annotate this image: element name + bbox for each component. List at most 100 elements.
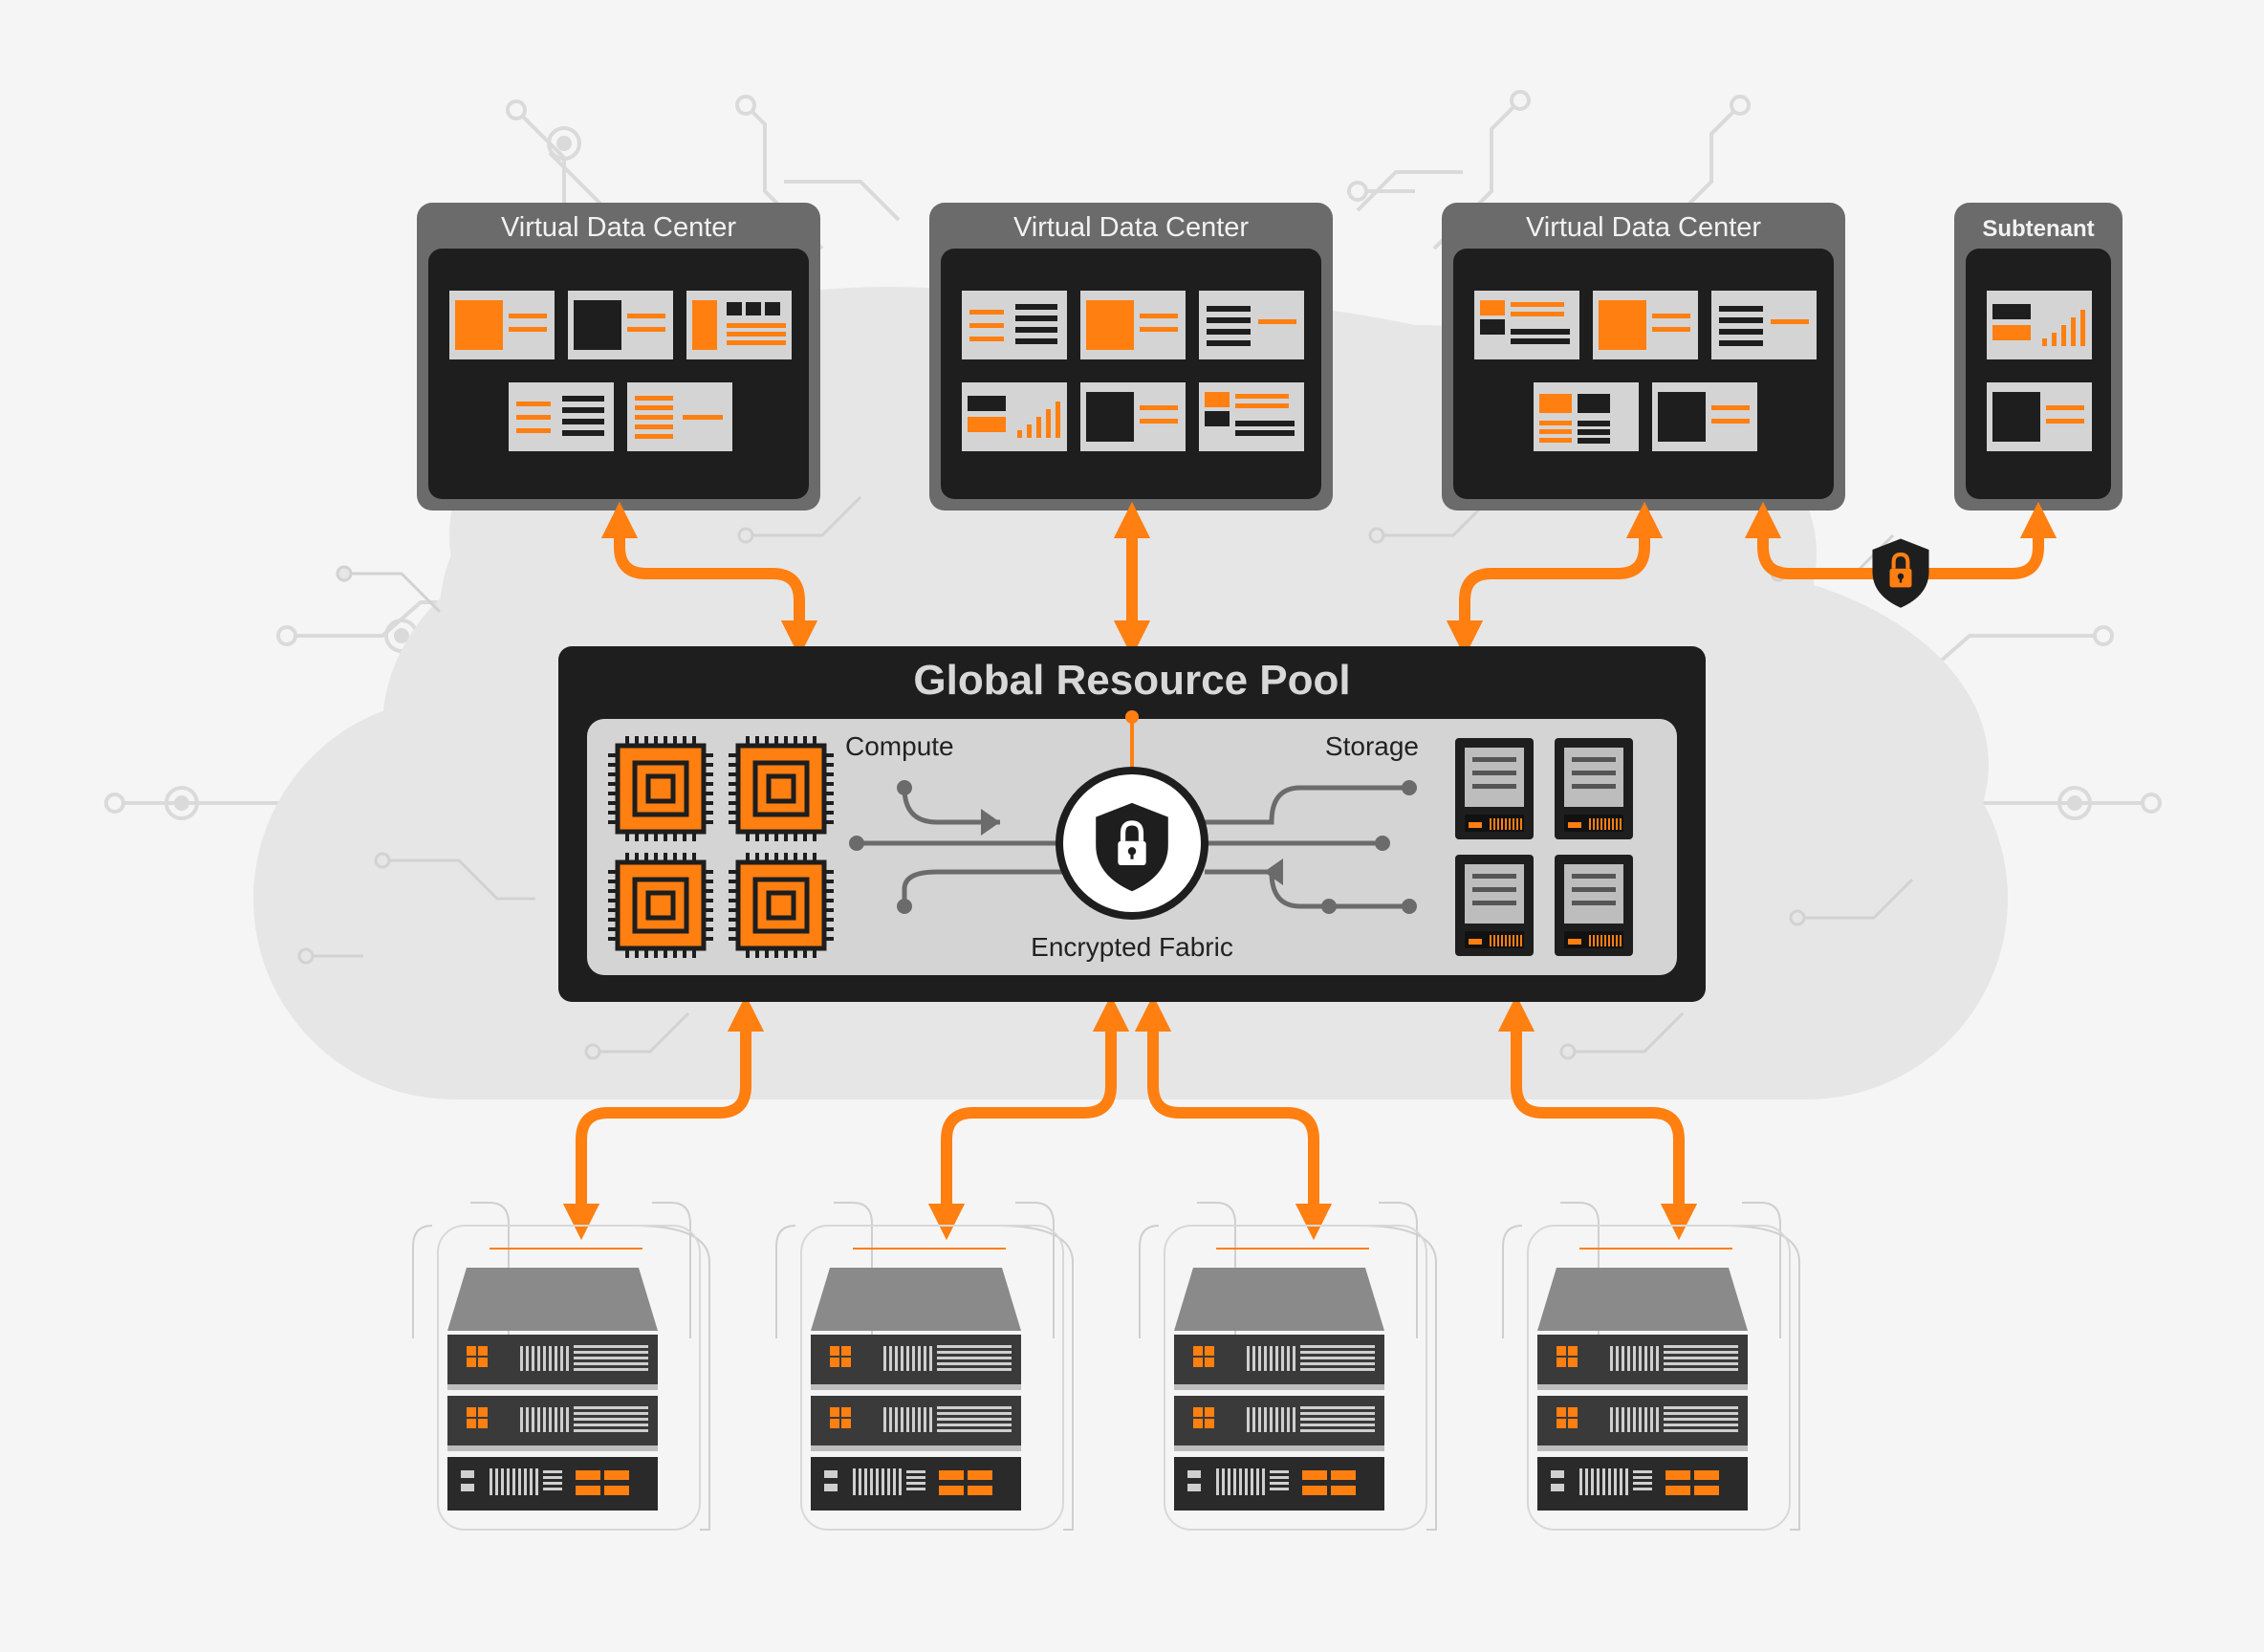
text-line [727, 323, 786, 328]
vent-slot [566, 1407, 569, 1432]
fabric-trace [1205, 785, 1329, 825]
vent-slot [887, 1468, 890, 1495]
chip-pin [784, 736, 788, 748]
tile-block [692, 300, 717, 350]
vent-slot [1644, 1346, 1647, 1371]
bar-mark [1017, 430, 1022, 438]
connector-pin [1604, 818, 1606, 830]
status-led [841, 1407, 851, 1417]
chip-pin [755, 830, 759, 841]
vent-slot [1627, 1407, 1630, 1432]
vent-slot [532, 1407, 534, 1432]
chip-pin [729, 908, 740, 912]
text-line [1258, 319, 1296, 324]
vent-line [1664, 1351, 1738, 1354]
bar-mark [2061, 325, 2066, 346]
rack-bracket [1502, 1202, 1600, 1338]
status-led [467, 1419, 476, 1428]
chip-pin [625, 830, 629, 841]
circuit-ring [547, 126, 581, 161]
vent-line [1300, 1412, 1375, 1415]
chip-pin [774, 830, 778, 841]
vent-slot [1597, 1468, 1600, 1495]
chip-pin [729, 782, 740, 786]
chip-pin [702, 889, 713, 893]
drive-label-line [1472, 757, 1516, 762]
virtual-data-center-panel: Virtual Data Center [1442, 203, 1845, 511]
unit-indicator [1187, 1470, 1201, 1478]
chip-pin [784, 830, 788, 841]
chip-pin [729, 801, 740, 805]
vent-slot [889, 1407, 892, 1432]
vent-line [1270, 1482, 1289, 1485]
rack-bracket [1359, 1202, 1437, 1531]
vent-slot [864, 1468, 867, 1495]
text-line [1539, 438, 1572, 443]
vent-slot [853, 1468, 856, 1495]
dashboard-card [1987, 382, 2092, 451]
vent-slot [512, 1468, 515, 1495]
text-line [1711, 419, 1750, 424]
chip-pin [822, 801, 834, 805]
chip-pin [746, 736, 750, 748]
connection-arrow [1497, 994, 1698, 1241]
circuit-node [1347, 181, 1368, 202]
circuit-node [374, 852, 391, 869]
vent-slot [1270, 1346, 1273, 1371]
drive-led [1568, 822, 1581, 828]
connector-pin [1505, 935, 1507, 946]
chip-pin [794, 946, 797, 958]
tile-block [1480, 319, 1505, 335]
vent-line [574, 1368, 648, 1371]
drive-bay-led [939, 1470, 964, 1480]
server-unit [811, 1335, 1021, 1390]
connector-pin [1620, 818, 1622, 830]
drive-bay-led [604, 1470, 629, 1480]
tile-block [1205, 411, 1230, 426]
bar-mark [1036, 417, 1041, 438]
dashboard-card [627, 382, 732, 451]
chip-pin [746, 830, 750, 841]
vent-slot [1633, 1346, 1636, 1371]
tile-block [1205, 392, 1230, 407]
vent-slot [883, 1407, 886, 1432]
text-line [1235, 394, 1289, 399]
chip-pin [765, 946, 769, 958]
vent-slot [1251, 1468, 1253, 1495]
vent-slot [524, 1468, 527, 1495]
unit-rail [811, 1446, 1021, 1451]
chip-pin [608, 753, 620, 757]
chip-pin [702, 801, 713, 805]
vent-line [1300, 1345, 1375, 1348]
tile-block [727, 302, 742, 315]
chip-pin [822, 880, 834, 883]
vent-line [574, 1345, 648, 1348]
vent-line [1664, 1429, 1738, 1432]
rack-top [447, 1268, 658, 1331]
chip-pin [702, 880, 713, 883]
card-background [1199, 291, 1304, 359]
fabric-uplink-node [1125, 710, 1139, 724]
text-line [969, 323, 1004, 328]
fabric-node [1402, 899, 1417, 914]
text-line [2046, 405, 2084, 410]
fabric-node [897, 780, 912, 795]
chip-pin [608, 889, 620, 893]
text-line [1511, 329, 1570, 335]
chip-pin [774, 853, 778, 864]
unit-indicator [1551, 1484, 1564, 1491]
chip-pin [729, 753, 740, 757]
vent-line [937, 1424, 1012, 1426]
vent-slot [1281, 1407, 1284, 1432]
circuit-node [1510, 90, 1531, 111]
vent-slot [1614, 1468, 1617, 1495]
chip-pin [608, 801, 620, 805]
chip-pin [608, 870, 620, 874]
vent-slot [912, 1346, 915, 1371]
unit-rail [811, 1384, 1021, 1390]
vent-slot [501, 1468, 504, 1495]
chip-pin [803, 946, 807, 958]
tile-block [1992, 392, 2040, 442]
vent-slot [1258, 1346, 1261, 1371]
